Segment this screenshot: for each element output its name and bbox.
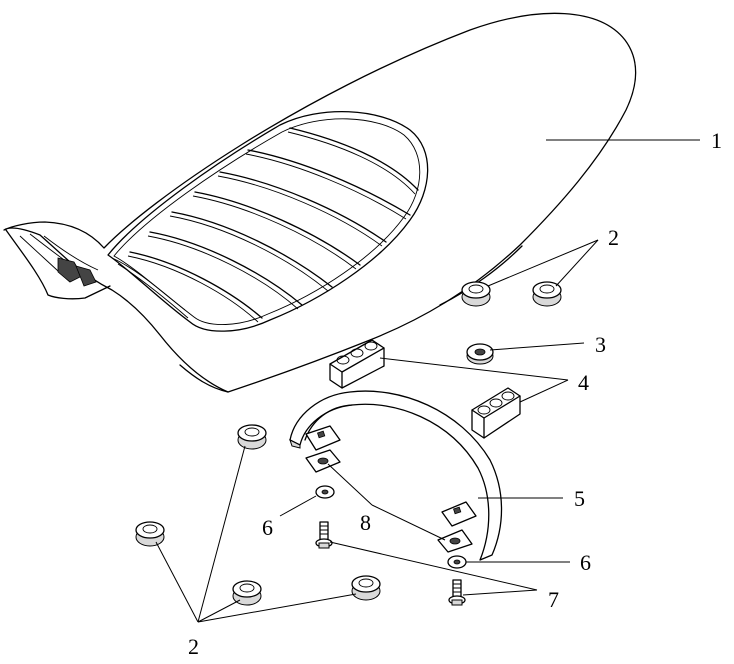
callout-6-left: 6 <box>262 515 273 540</box>
callout-6-right: 6 <box>580 550 591 575</box>
leader-lines <box>155 139 700 623</box>
bracket-block-left <box>329 339 385 389</box>
washer-top <box>466 343 494 365</box>
callout-5: 5 <box>574 486 585 511</box>
callout-2-top: 2 <box>608 225 619 250</box>
callout-4: 4 <box>578 370 589 395</box>
rear-bracket <box>289 390 503 561</box>
rubber-cushion-bottom-1 <box>237 424 267 450</box>
rubber-cushion-top-left <box>461 281 491 307</box>
washer-right <box>447 555 467 569</box>
washer-left <box>315 485 335 499</box>
callout-8: 8 <box>360 510 371 535</box>
rubber-cushion-bottom-3 <box>232 580 262 606</box>
callout-7: 7 <box>548 587 559 612</box>
rubber-cushion-bottom-2 <box>135 521 165 547</box>
callout-2-bottom: 2 <box>188 634 199 659</box>
callout-1: 1 <box>711 128 722 153</box>
seat-part <box>3 12 637 393</box>
callout-3: 3 <box>595 332 606 357</box>
bolt-right <box>448 579 466 606</box>
rubber-cushion-top-right <box>532 281 562 307</box>
clip-part <box>305 449 473 553</box>
bolt-left <box>315 521 333 549</box>
rubber-cushion-bottom-4 <box>351 575 381 601</box>
bracket-block-right <box>471 387 521 439</box>
